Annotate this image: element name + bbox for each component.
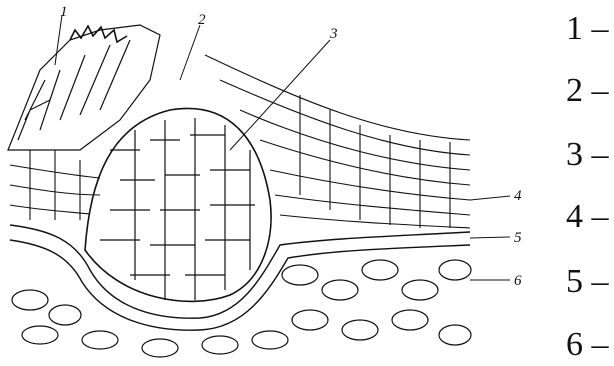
legend-item-2: 2 – (566, 74, 609, 108)
callout-2: 2 (198, 12, 206, 28)
lenticel-section-drawing: 1 2 3 4 5 6 (0, 0, 560, 366)
phellem-layers (10, 55, 470, 228)
callout-5: 5 (514, 230, 522, 246)
legend-item-6: 6 – (566, 328, 609, 362)
callout-3: 3 (329, 26, 338, 42)
legend-item-1: 1 – (566, 12, 609, 46)
filling-cells (85, 108, 271, 301)
legend-item-5: 5 – (566, 265, 609, 299)
callout-4: 4 (514, 188, 522, 204)
bursting-tissue (8, 25, 160, 150)
callout-1: 1 (60, 4, 68, 20)
callout-6: 6 (514, 273, 522, 289)
phelloderm-cells (12, 260, 471, 357)
phellogen-band (10, 225, 470, 330)
legend-item-4: 4 – (566, 200, 609, 234)
legend-item-3: 3 – (566, 138, 609, 172)
legend: 1 – 2 – 3 – 4 – 5 – 6 – (566, 0, 614, 366)
